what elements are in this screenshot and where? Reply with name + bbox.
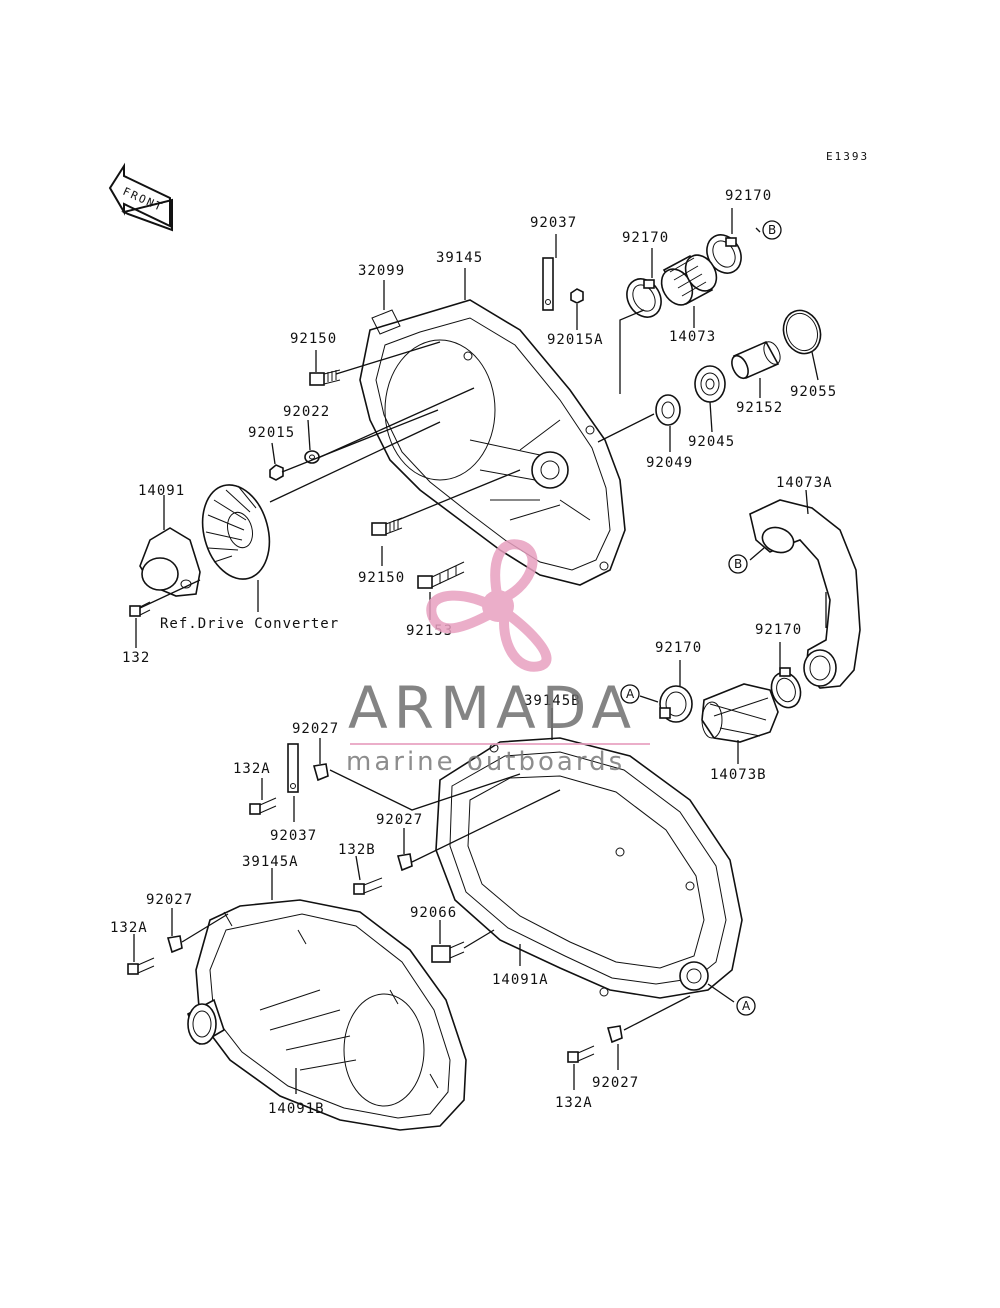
front-arrow-icon: FRONT [108,162,173,232]
svg-text:A: A [742,999,751,1013]
watermark: ARMADA marine outboards [346,539,650,777]
cap-14091 [139,527,201,597]
reference-note: Ref.Drive Converter [160,616,339,632]
clamp-92170-r2 [770,667,802,709]
clamp-92170-r1 [659,685,693,723]
label-92027-d: 92027 [592,1075,639,1091]
callout-a-bot: A [736,996,756,1016]
oring-92055 [782,309,822,355]
label-92170-top: 92170 [725,188,772,204]
bolt-92153 [417,561,465,589]
bolt-132B [353,877,383,895]
bolt-92150-top [309,369,341,386]
label-14091A: 14091A [492,972,549,988]
washer-92027-a [312,763,329,782]
svg-text:A: A [626,687,635,701]
nut-92015A [570,288,584,304]
label-92150-top: 92150 [290,331,337,347]
label-132A-b: 132A [110,920,148,936]
seal-92049 [655,394,681,426]
label-92027-c: 92027 [146,892,193,908]
label-92170-r1: 92170 [655,640,702,656]
svg-text:B: B [734,557,742,571]
bolt-132A-a [249,797,277,815]
washer-92027-c [166,935,183,954]
label-92037-bot: 92037 [270,828,317,844]
label-92027-a: 92027 [292,721,339,737]
lower-cover-39145A [186,899,467,1131]
label-92045: 92045 [688,434,735,450]
label-92049: 92049 [646,455,693,471]
bracket-92037-bot [287,743,299,793]
label-92015: 92015 [248,425,295,441]
propeller-hub [482,590,514,622]
label-39145A: 39145A [242,854,299,870]
hose-14073 [660,254,718,306]
watermark-brand: ARMADA [348,674,637,742]
callout-b-mid: B [728,554,748,574]
label-92150-mid: 92150 [358,570,405,586]
callout-a-mid: A [620,684,640,704]
label-132A-c: 132A [555,1095,593,1111]
label-92037-top: 92037 [530,215,577,231]
washer-92027-b [396,853,413,872]
bracket-92037-top [542,257,554,311]
clamp-92170-mid [626,278,662,318]
label-92066: 92066 [410,905,457,921]
propeller-logo-icon [426,539,552,672]
label-92022: 92022 [283,404,330,420]
duct-14073A [749,499,861,689]
leader-lines-right [639,489,827,764]
bolt-132A-c [567,1045,595,1063]
label-39145B: 39145B [524,693,581,709]
label-14091: 14091 [138,483,185,499]
leader-lines-lower [133,708,735,1094]
label-92055: 92055 [790,384,837,400]
fan-drive-converter [201,484,271,580]
bearing-92045 [694,365,726,403]
leader-lines-upper [135,208,819,648]
callout-b-top: B [762,220,782,240]
inner-cover-39145 [359,299,626,586]
nut-92015 [269,464,284,481]
diagram-code: E1393 [826,150,869,163]
label-92170-mid: 92170 [622,230,669,246]
part-labels: 92170 92037 92170 39145 32099 92015A 140… [110,188,837,1117]
sleeve-92152 [731,340,781,380]
duct-14073B [701,683,779,743]
washer-92022 [304,450,320,464]
label-32099: 32099 [358,263,405,279]
label-92170-r2: 92170 [755,622,802,638]
label-14091B: 14091B [268,1101,325,1117]
label-39145: 39145 [436,250,483,266]
outer-cover-39145B [435,737,743,999]
label-92015A: 92015A [547,332,604,348]
bolt-132A-b [127,957,155,975]
bolt-92150-mid [371,517,403,536]
svg-text:B: B [768,223,776,237]
label-132A-a: 132A [233,761,271,777]
label-14073B: 14073B [710,767,767,783]
label-92152: 92152 [736,400,783,416]
watermark-tagline: marine outboards [346,747,625,777]
label-132B: 132B [338,842,376,858]
bolt-132 [129,601,151,617]
sensor-92066 [431,941,465,963]
washer-92027-d [606,1025,623,1044]
label-14073: 14073 [669,329,716,345]
label-14073A: 14073A [776,475,833,491]
label-132: 132 [122,650,150,666]
label-92027-b: 92027 [376,812,423,828]
